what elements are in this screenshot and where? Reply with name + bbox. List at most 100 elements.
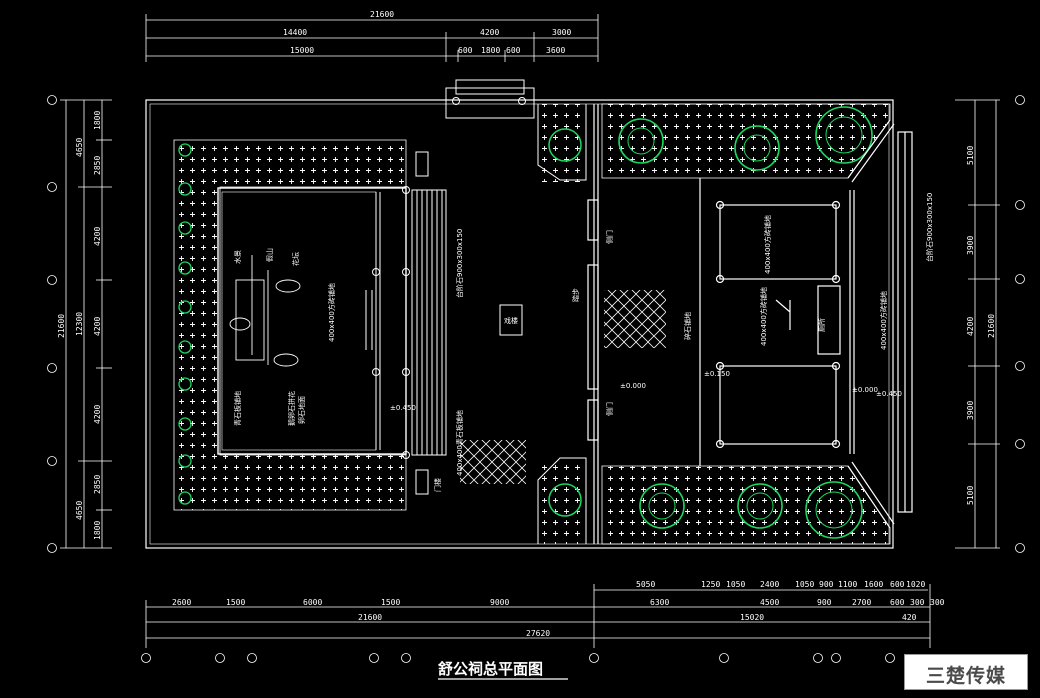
dim-b2-l: 300 [930,598,945,607]
label-right-level2: ±0.450 [876,390,902,398]
dim-right-e: 5100 [966,486,975,505]
label-big-room: 400x400方砖铺地 [759,287,768,346]
dim-b1-f: 900 [819,580,834,589]
plan-labels: 戏楼 ±0.000 ±0.450 ±0.150 ±0.000 ±0.450 台阶… [233,193,934,492]
central-court [499,104,587,544]
dim-right-a: 5100 [966,146,975,165]
label-note1: 青石板铺地 [233,391,242,426]
stage-structure [365,151,447,495]
dim-left-d: 1800 [93,111,102,130]
right-dim-text: 21600 5100 3900 4200 3900 5100 [966,146,996,505]
dim-left-c: 4650 [75,501,84,520]
dim-b3-a: 21600 [358,613,382,622]
dim-b1-i: 600 [890,580,905,589]
label-pond3: 花坛 [291,252,300,266]
dim-b1-e: 1050 [795,580,814,589]
top-dimensions [145,14,599,62]
label-gate: 门楼 [433,478,442,492]
divider-wall [587,104,599,544]
dim-b1-d: 2400 [760,580,779,589]
dim-top-h: 3600 [546,46,565,55]
right-dimensions [955,99,1000,549]
paving-herringbone-center [604,290,666,348]
dim-b2-c: 6000 [303,598,322,607]
dim-left-i: 2850 [93,475,102,494]
dim-b3-c: 420 [902,613,917,622]
dim-left-j: 1800 [93,521,102,540]
label-door-a: 侧门 [605,230,614,244]
left-dimensions [60,99,112,549]
dim-right-b: 3900 [966,236,975,255]
dim-b2-i: 2700 [852,598,871,607]
dim-top-d: 15000 [290,46,314,55]
dim-b1-g: 1100 [838,580,857,589]
label-note6: 碎石铺地 [683,312,692,340]
trees [618,106,873,539]
label-room-small: 厕所 [817,318,826,332]
ponds [229,255,301,367]
dim-b1-c: 1050 [726,580,745,589]
drawing-title: 舒公祠总平面图 [438,660,543,678]
dim-b2-j: 600 [890,598,905,607]
dim-b1-a: 5050 [636,580,655,589]
dim-top-f: 1800 [481,46,500,55]
dim-left-g: 4200 [93,317,102,336]
dim-top-e: 600 [458,46,473,55]
dim-b2-a: 2600 [172,598,191,607]
shrub-row-left [178,143,192,505]
paving-herringbone-left [460,440,526,484]
dim-left-b: 12300 [75,312,84,336]
label-right-level: ±0.000 [852,386,878,394]
label-pavilion-level: ±0.450 [390,404,416,412]
dim-b2-f: 6300 [650,598,669,607]
dim-b2-e: 9000 [490,598,509,607]
dim-b2-h: 900 [817,598,832,607]
top-gate [445,79,535,119]
label-stage: 戏楼 [504,316,518,325]
dim-b4: 27620 [526,629,550,638]
dim-b1-h: 1600 [864,580,883,589]
dim-b3-b: 15020 [740,613,764,622]
label-pond1: 水景 [233,250,242,264]
dim-right-total: 21600 [987,314,996,338]
bottom-dim-text: 5050 1250 1050 2400 1050 900 1100 1600 6… [172,580,945,638]
label-hall-level: ±0.150 [704,370,730,378]
label-note3: 卵石地面 [297,396,306,424]
dim-top-a: 14400 [283,28,307,37]
dim-top-b: 4200 [480,28,499,37]
label-note4: 400x400青石板铺地 [455,410,464,476]
label-left-slope: 台阶石900x300x150 [455,229,464,298]
dim-b2-d: 1500 [381,598,400,607]
dim-left-h: 4200 [93,405,102,424]
watermark-box: 三楚传媒 [904,654,1028,690]
label-step: 踏步 [571,288,580,302]
dim-top-total: 21600 [370,10,394,19]
dim-left-a: 4650 [75,138,84,157]
right-hall [699,119,913,529]
dim-left-f: 4200 [93,227,102,246]
left-dim-text: 21600 4650 12300 4650 1800 2850 4200 420… [57,111,102,540]
dim-b1-j: 1020 [906,580,925,589]
dim-top-g: 600 [506,46,521,55]
left-planting-area [173,139,407,511]
label-pond2: 假山 [265,248,274,262]
label-yard-level: ±0.000 [620,382,646,390]
axis-bubbles [47,95,1025,663]
watermark-text: 三楚传媒 [925,665,1006,687]
bottom-dimensions [145,584,931,648]
dim-left-e: 2850 [93,156,102,175]
dim-right-c: 4200 [966,317,975,336]
label-note2: 鹅卵石拼花 [287,391,296,426]
label-room-right: 400x400方砖铺地 [763,215,772,274]
dim-b2-b: 1500 [226,598,245,607]
dim-left-total: 21600 [57,314,66,338]
dim-b1-b: 1250 [701,580,720,589]
dim-b2-g: 4500 [760,598,779,607]
dim-b2-k: 300 [910,598,925,607]
dim-top-c: 3000 [552,28,571,37]
label-main-room: 400x400方砖铺地 [327,283,336,342]
label-door-b: 侧门 [605,402,614,416]
right-planting [601,103,891,545]
label-right-slope: 台阶石900x300x150 [925,193,934,262]
